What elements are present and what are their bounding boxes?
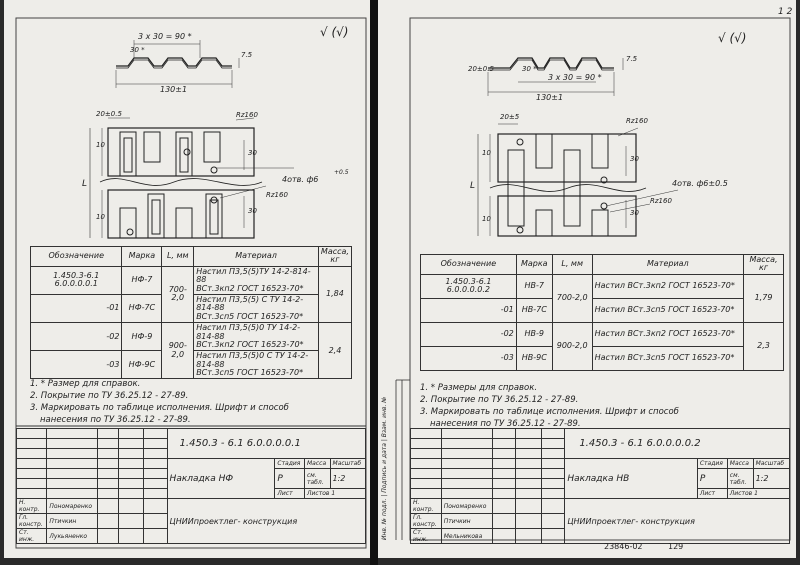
dim-30c: 30 [248, 207, 257, 215]
part-title: Накладка НВ [564, 458, 698, 499]
table-row: -02 НФ-9 900-2,0 Настил П3,5(5)0 ТУ 14-2… [29, 322, 353, 380]
footer-page: 129 [668, 542, 684, 551]
table-row: -01 НФ-7С Настил П3,5(5) С ТУ 14-2-814-8… [29, 293, 352, 324]
notes: 1. * Размер для справок. 2. Покрытие по … [30, 379, 289, 425]
doc-code: 1.450.3 - 6.1 6.0.0.0.0.1 [166, 428, 367, 459]
dim-30: 30 * [522, 65, 537, 73]
dim-75: 7.5 [626, 55, 638, 63]
table-row: 1.450.3-6.1 6.0.0.0.0.1 НФ-7 700-2,0 Нас… [29, 265, 353, 324]
table-row: -01 НВ-7С Настил ВСт.3сп5 ГОСТ 16523-70* [420, 297, 784, 323]
rz2-label: Rz160 [650, 197, 672, 205]
table-row: -03 НФ-9С Настил П3,5(5)0 С ТУ 14-2-814-… [29, 350, 352, 380]
org-name: ЦНИИпроектлег- конструкция [166, 498, 367, 544]
check-mark: √ (√) [718, 31, 747, 45]
part-title: Накладка НФ [166, 458, 276, 499]
notes: 1. * Размеры для справок. 2. Покрытие по… [420, 383, 679, 429]
dim-L: L [82, 179, 88, 189]
holes-tol: +0.5 [334, 169, 349, 176]
th-mass: Масса, кг [317, 246, 353, 267]
th-material: Материал [193, 246, 319, 267]
rz2-label: Rz160 [266, 191, 288, 199]
dim-L: L [470, 181, 476, 191]
dim-30b: 30 [630, 155, 639, 163]
th-L: L, мм [161, 246, 195, 267]
dim-top: 3 x 30 = 90 * [548, 73, 602, 82]
check-mark: √ (√) [320, 25, 349, 39]
left-drawing [15, 17, 367, 549]
footer-code: 23846-02 [604, 542, 643, 551]
dim-30c: 30 [630, 209, 639, 217]
org-name: ЦНИИпроектлег- конструкция [564, 498, 790, 544]
th-material: Материал [591, 254, 745, 275]
th-designation: Обозначение [29, 246, 123, 267]
holes-label: 4отв. ф6±0.5 [672, 179, 728, 188]
right-page: 1 2 √ (√) 20±0.5 30 * 3 x 30 = 90 * 7.5 … [378, 0, 796, 558]
title-block: 1.450.3 - 6.1 6.0.0.0.0.2 Накладка НВ Ст… [410, 428, 791, 544]
dim-10a: 10 [96, 141, 105, 149]
spec-table: Обозначение Марка L, мм Материал Масса, … [420, 254, 784, 371]
dim-20: 20±0.5 [96, 110, 122, 118]
th-mass: Масса, кг [743, 254, 784, 275]
dim-10a: 10 [482, 149, 491, 157]
th-mark: Марка [121, 246, 163, 267]
dim-top: 3 x 30 = 90 * [138, 32, 192, 41]
th-L: L, мм [551, 254, 593, 275]
title-block: 1.450.3 - 6.1 6.0.0.0.0.1 Накладка НФ Ст… [15, 428, 367, 544]
dim-width: 130±1 [160, 85, 188, 94]
doc-code: 1.450.3 - 6.1 6.0.0.0.0.2 [564, 428, 790, 459]
side-strip-label: Инв. № подл. | Подпись и дата | Взам. ин… [381, 396, 388, 540]
table-row: -03 НВ-9С Настил ВСт.3сп5 ГОСТ 16523-70* [420, 345, 784, 371]
dim-30: 30 * [130, 46, 145, 54]
corner-mark: 1 2 [778, 7, 793, 17]
left-page: √ (√) 3 x 30 = 90 * 30 * 7.5 130±1 20±0.… [4, 0, 370, 558]
dim-10b: 10 [96, 213, 105, 221]
th-designation: Обозначение [420, 254, 517, 275]
rz-label: Rz160 [626, 117, 648, 125]
dim-30b: 30 [248, 149, 257, 157]
holes-label: 4отв. ф6 [282, 175, 319, 184]
dim-20: 20±0.5 [468, 65, 494, 73]
table-row: -02 НВ-9 900-2,0 Настил ВСт.3кп2 ГОСТ 16… [420, 321, 784, 371]
dim-10b: 10 [482, 215, 491, 223]
rz-label: Rz160 [236, 111, 258, 119]
dim-75: 7.5 [241, 51, 253, 59]
book-spine [370, 0, 378, 565]
table-row: 1.450.3-6.1 6.0.0.0.0.2 НВ-7 700-2,0 Нас… [420, 273, 784, 323]
dim-width: 130±1 [536, 93, 564, 102]
th-mark: Марка [515, 254, 553, 275]
spec-table: Обозначение Марка L, мм Материал Масса, … [29, 246, 353, 380]
dim-20b: 20±5 [500, 113, 520, 121]
